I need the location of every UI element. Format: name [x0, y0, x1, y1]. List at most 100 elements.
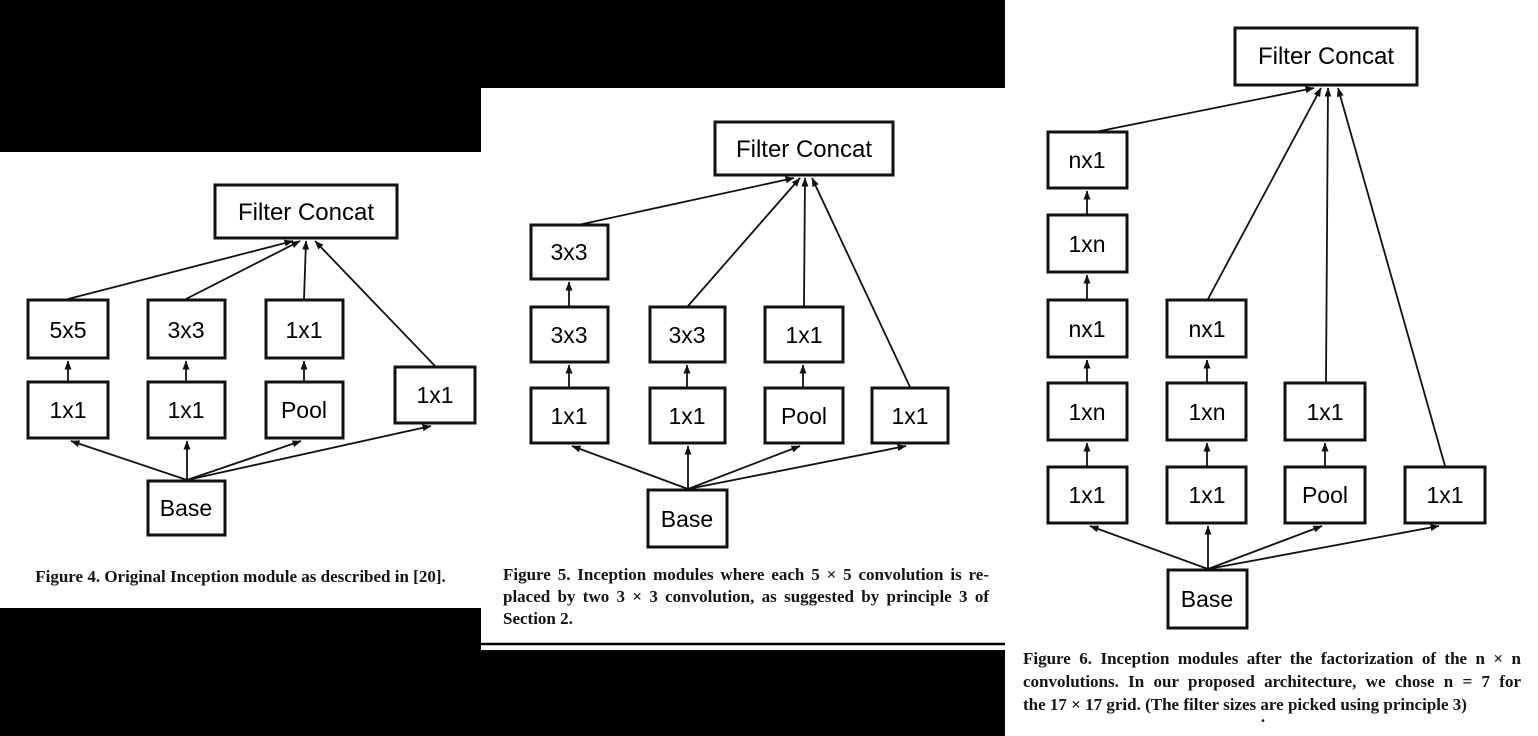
figure4-panel: Filter Concat 5x5 3x3 1x1 1x1 1x1	[0, 152, 481, 608]
figure4-caption: Figure 4. Original Inception module as d…	[35, 567, 446, 586]
figure5-caption-line3: Section 2.	[503, 609, 573, 628]
fig4-pool-label: Pool	[281, 397, 327, 423]
fig4-edge-base-to-1x1-right	[186, 424, 432, 481]
fig6-c1-1xn-lower-box	[1046, 381, 1129, 442]
fig4-node-1x1-top: 1x1	[264, 298, 345, 360]
fig5-3x3-right-box	[648, 305, 727, 364]
fig5-1x1-mid-label: 1x1	[668, 403, 705, 429]
fig5-1x1-left-box	[529, 386, 610, 445]
fig6-node-c2-1xn: 1xn	[1165, 381, 1248, 442]
fig5-node-3x3-mid: 3x3	[529, 305, 610, 364]
fig6-c2-1xn-label: 1xn	[1188, 399, 1225, 425]
fig4-5x5-box	[26, 298, 110, 360]
fig4-1x1-top-box	[264, 298, 345, 360]
figure6-caption: Figure 6. Inception modules after the fa…	[1023, 647, 1521, 716]
fig5-node-1x1-mid: 1x1	[648, 386, 727, 445]
fig6-edge-c2-to-concat	[1207, 87, 1322, 300]
fig4-node-3x3: 3x3	[146, 298, 227, 360]
fig6-node-c2-nx1: nx1	[1165, 298, 1248, 359]
fig6-c1-nx1-mid-label: nx1	[1068, 316, 1105, 342]
fig4-node-filter-concat: Filter Concat	[213, 183, 399, 240]
fig6-edge-c4-to-concat	[1336, 87, 1446, 467]
fig5-1x1-top-box	[763, 305, 845, 364]
fig5-node-3x3-right: 3x3	[648, 305, 727, 364]
fig6-c1-1xn-upper-label: 1xn	[1068, 231, 1105, 257]
fig5-1x1-mid-box	[648, 386, 727, 445]
fig6-filter-concat-box	[1233, 26, 1419, 87]
fig6-c1-nx1-top-box	[1046, 130, 1129, 190]
fig5-3x3-right-label: 3x3	[668, 322, 705, 348]
figure6-caption-line2: convolutions. In our proposed architectu…	[1023, 672, 1521, 691]
figure6-inception-diagram: Filter Concat nx1 1xn nx1 1xn 1x1	[1046, 26, 1487, 630]
fig5-1x1-right-label: 1x1	[891, 403, 928, 429]
fig6-node-filter-concat: Filter Concat	[1233, 26, 1419, 87]
fig4-base-box	[146, 479, 227, 537]
figure6-caption-line3: the 17 × 17 grid. (The filter sizes are …	[1023, 695, 1467, 714]
fig5-1x1-right-box	[870, 386, 950, 445]
fig5-filter-concat-box	[713, 120, 895, 177]
figure6-caption-line1: Figure 6. Inception modules after the fa…	[1023, 649, 1521, 668]
fig5-node-1x1-top: 1x1	[763, 305, 845, 364]
figure6-panel: Filter Concat nx1 1xn nx1 1xn 1x1	[1005, 0, 1538, 736]
fig6-node-c1-nx1-top: nx1	[1046, 130, 1129, 190]
fig4-filter-concat-label: Filter Concat	[238, 199, 374, 226]
figure6-stray-period: .	[1260, 707, 1266, 726]
fig4-edge-base-to-1x1-left	[70, 440, 188, 481]
fig4-1x1-mid-label: 1x1	[167, 397, 204, 423]
fig6-edge-c1-to-concat	[1094, 86, 1315, 133]
fig4-edge-5x5-to-concat	[67, 239, 294, 300]
fig4-edge-base-to-pool	[186, 440, 302, 481]
fig6-c2-nx1-box	[1165, 298, 1248, 359]
fig6-c2-1x1-label: 1x1	[1188, 482, 1225, 508]
fig4-1x1-top-label: 1x1	[285, 317, 322, 343]
fig5-base-box	[646, 488, 729, 549]
fig6-node-c1-nx1-mid: nx1	[1046, 298, 1129, 359]
fig4-node-1x1-right: 1x1	[393, 365, 477, 425]
fig5-node-filter-concat: Filter Concat	[713, 120, 895, 177]
fig4-edge-1x1-right-to-concat	[314, 240, 436, 367]
fig6-c1-nx1-mid-box	[1046, 298, 1129, 359]
fig5-edge-base-to-1x1-left	[571, 445, 689, 490]
fig6-node-c1-1xn-lower: 1xn	[1046, 381, 1129, 442]
fig6-edge-base-to-c4	[1207, 524, 1440, 570]
fig4-1x1-mid-box	[146, 380, 227, 440]
fig4-1x1-right-box	[393, 365, 477, 425]
fig5-pool-label: Pool	[781, 403, 827, 429]
fig4-node-1x1-left: 1x1	[26, 380, 110, 440]
fig5-node-1x1-right: 1x1	[870, 386, 950, 445]
fig6-edge-c3-to-concat	[1324, 87, 1332, 383]
figure5-panel: Filter Concat 3x3 3x3 3x3 1x1 1x1	[481, 88, 1005, 650]
fig5-node-1x1-left: 1x1	[529, 386, 610, 445]
fig5-3x3-mid-label: 3x3	[550, 322, 587, 348]
fig6-node-c3-1x1: 1x1	[1283, 381, 1367, 442]
fig6-c1-1xn-lower-label: 1xn	[1068, 399, 1105, 425]
fig4-pool-box	[264, 380, 345, 440]
fig6-c1-1xn-upper-box	[1046, 213, 1129, 274]
fig6-filter-concat-label: Filter Concat	[1258, 43, 1394, 70]
fig6-node-c1-1x1: 1x1	[1046, 465, 1129, 525]
fig5-edge-3x3-right-to-concat	[687, 177, 801, 307]
fig5-3x3-mid-box	[529, 305, 610, 364]
fig6-node-c1-1xn-upper: 1xn	[1046, 213, 1129, 274]
fig6-c1-1x1-label: 1x1	[1068, 482, 1105, 508]
fig4-node-5x5: 5x5	[26, 298, 110, 360]
fig4-base-label: Base	[160, 495, 212, 521]
fig6-edge-base-to-pool	[1207, 525, 1323, 570]
fig5-edge-1x1-top-to-concat	[801, 177, 809, 307]
fig6-c3-pool-box	[1283, 465, 1367, 525]
figure5-caption-line1: Figure 5. Inception modules where each 5…	[503, 565, 989, 584]
fig6-edge-base-to-c1	[1089, 525, 1209, 570]
fig4-edge-3x3-to-concat	[185, 240, 301, 300]
fig5-node-pool: Pool	[763, 386, 845, 445]
fig6-node-c2-1x1: 1x1	[1165, 465, 1248, 525]
fig4-3x3-box	[146, 298, 227, 360]
fig4-3x3-label: 3x3	[167, 317, 204, 343]
fig4-node-pool: Pool	[264, 380, 345, 440]
fig5-pool-box	[763, 386, 845, 445]
figure4-edges	[64, 239, 436, 481]
fig4-1x1-right-label: 1x1	[416, 382, 453, 408]
figure5-caption: Figure 5. Inception modules where each 5…	[503, 564, 989, 630]
fig6-node-base: Base	[1166, 568, 1249, 630]
fig5-edge-base-to-pool	[687, 445, 801, 490]
